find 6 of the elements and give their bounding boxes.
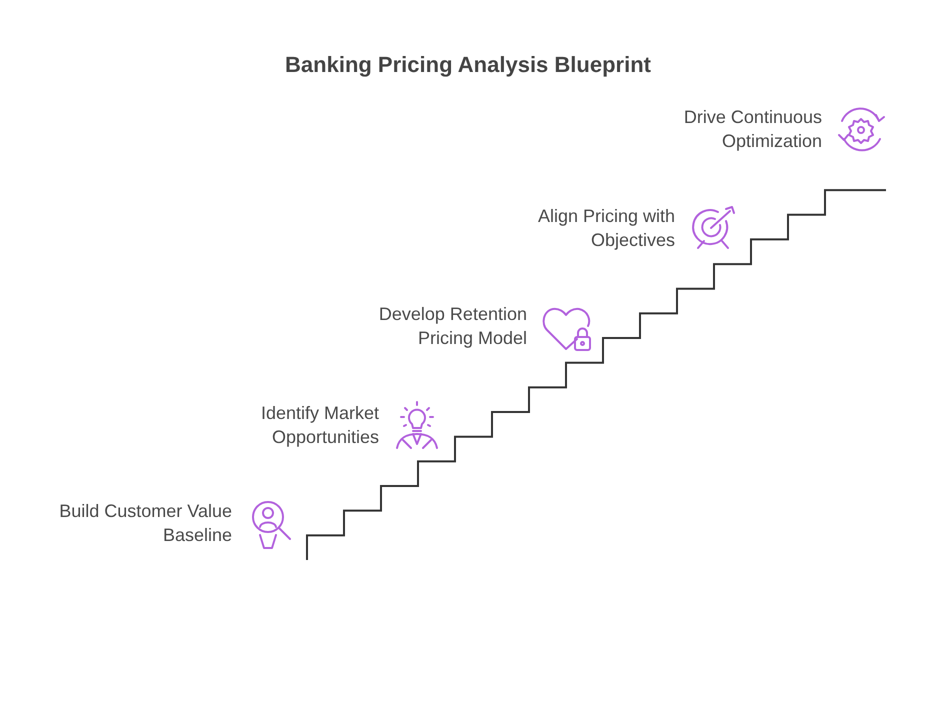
step-label: Align Pricing with Objectives [536,205,675,252]
diagram-title: Banking Pricing Analysis Blueprint [285,52,651,78]
step-label: Drive Continuous Optimization [682,106,822,153]
step-label: Develop Retention Pricing Model [378,303,527,350]
step-label: Build Customer Value Baseline [58,500,232,547]
step-label: Identify Market Opportunities [260,402,379,449]
